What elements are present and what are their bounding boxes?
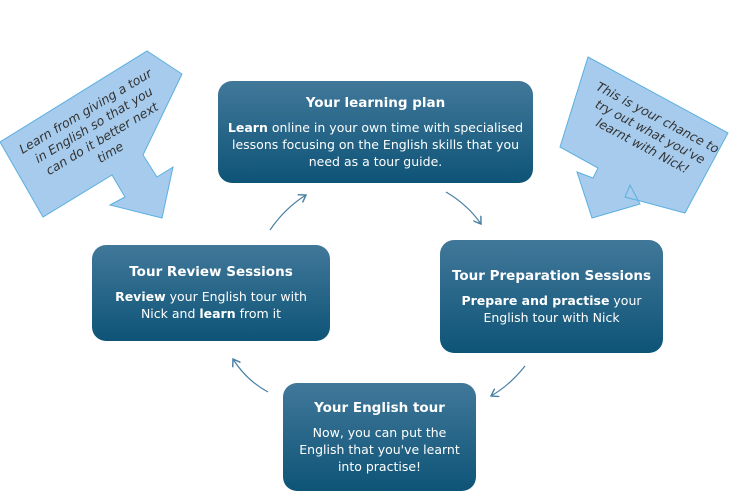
tour-preparation-bold: Prepare and practise [461, 292, 610, 308]
english-tour-text: Now, you can put the English that you've… [299, 424, 460, 474]
learning-plan-title: Your learning plan [305, 94, 446, 111]
tour-review-text1: your English tour with Nick and [140, 289, 307, 321]
right-callout-shape [559, 56, 729, 219]
tour-review-box: Tour Review Sessions Review your English… [92, 245, 330, 341]
tour-review-title: Tour Review Sessions [129, 264, 293, 280]
learning-plan-text: online in your own time with specialised… [231, 119, 524, 169]
tour-review-bold: Review [115, 289, 166, 304]
cycle-arrow-prep-to-tour [491, 365, 526, 396]
tour-preparation-title: Tour Preparation Sessions [451, 267, 652, 284]
left-callout-shape [0, 50, 183, 219]
tour-preparation-text: your English tour with Nick [483, 292, 642, 325]
tour-review-text2: from it [235, 306, 282, 321]
cycle-arrow-tour-to-review [233, 359, 269, 393]
tour-review-bold2: learn [199, 306, 236, 321]
english-tour-box: Your English tour Now, you can put the E… [283, 383, 476, 491]
tour-preparation-box: Tour Preparation Sessions Prepare and pr… [440, 240, 663, 353]
cycle-arrow-plan-to-prep [445, 191, 481, 224]
cycle-arrow-review-to-plan [269, 195, 306, 231]
english-tour-title: Your English tour [314, 399, 445, 416]
learning-plan-bold: Learn [227, 119, 268, 135]
learning-plan-box: Your learning plan Learn online in your … [218, 81, 533, 183]
